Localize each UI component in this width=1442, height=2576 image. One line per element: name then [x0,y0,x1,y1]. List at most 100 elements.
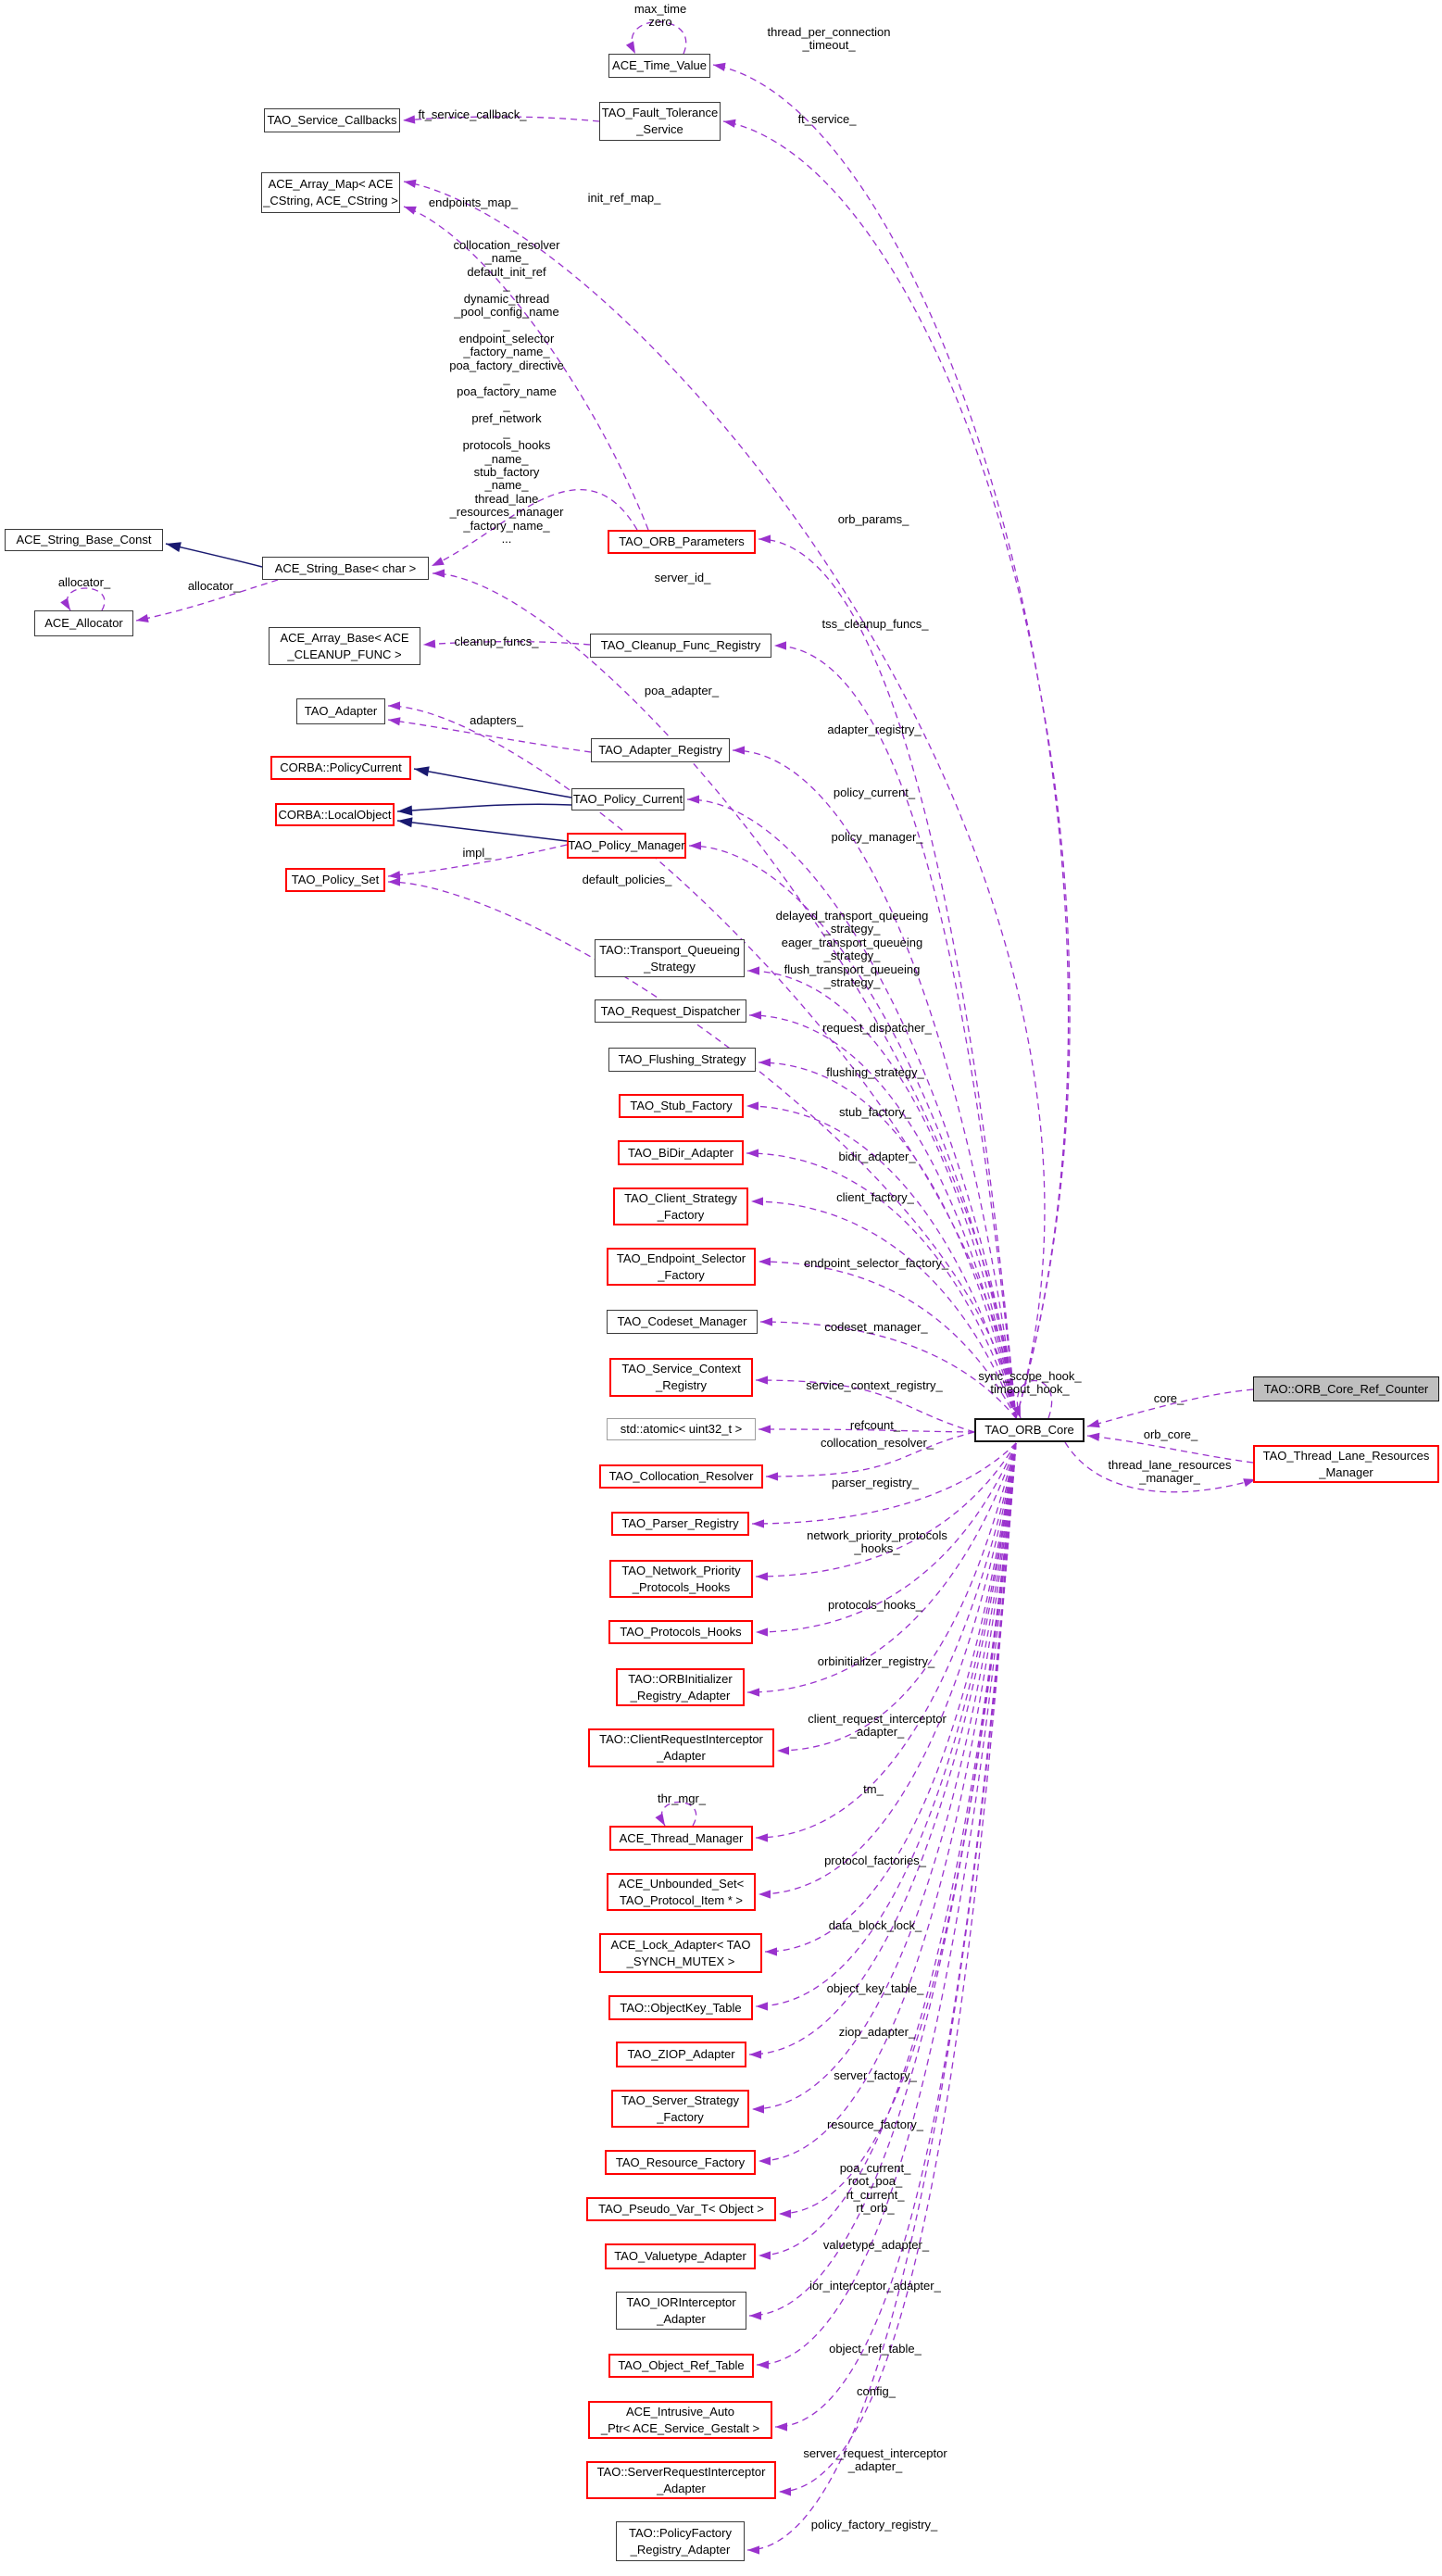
edge-label-line: zero [648,15,672,30]
class-node-label: _Ptr< ACE_Service_Gestalt > [600,2420,760,2435]
class-node-corba-policycurrent[interactable]: CORBA::PolicyCurrent [270,756,411,780]
usage-edge-valuetype-adapter [758,1442,1017,2256]
edge-label-cleanup-funcs: cleanup_funcs_ [454,635,538,648]
edge-label-protocol-factories: protocol_factories_ [824,1853,926,1867]
edge-label-line: default_policies_ [582,873,672,886]
edge-label-line: config_ [857,2384,896,2398]
class-node-ace-thread-manager[interactable]: ACE_Thread_Manager [609,1826,753,1851]
class-node-label: ACE_Allocator [44,616,123,631]
class-node-ace-unbounded-set[interactable]: ACE_Unbounded_Set<TAO_Protocol_Item * > [607,1873,756,1911]
class-node-label: _Registry_Adapter [630,1688,731,1703]
class-node-ace-allocator[interactable]: ACE_Allocator [34,610,133,636]
arrowhead-icon [775,2422,787,2431]
class-node-tao-orb-parameters[interactable]: TAO_ORB_Parameters [608,530,756,554]
edge-label-line: allocator_ [57,575,111,589]
class-node-tao-pseudo-var-t-object[interactable]: TAO_Pseudo_Var_T< Object > [586,2197,776,2221]
class-node-ace-lock-adapter[interactable]: ACE_Lock_Adapter< TAO_SYNCH_MUTEX > [599,1933,762,1973]
usage-edge-adapters [387,719,592,753]
edge-label-line: request_dispatcher_ [822,1021,932,1035]
class-node-tao-cleanup-func-registry[interactable]: TAO_Cleanup_Func_Registry [590,634,771,658]
class-node-label: TAO_Pseudo_Var_T< Object > [598,2202,764,2217]
class-node-tao-thread-lane-resources-manager[interactable]: TAO_Thread_Lane_Resources_Manager [1253,1445,1439,1483]
class-node-tao-service-context-registry[interactable]: TAO_Service_Context_Registry [609,1358,753,1397]
class-node-tao-protocols-hooks[interactable]: TAO_Protocols_Hooks [608,1620,753,1644]
usage-edge-refcount [758,1428,975,1433]
class-node-tao-collocation-resolver[interactable]: TAO_Collocation_Resolver [599,1464,763,1489]
edge-label-line: collocation_resolver_ [820,1436,934,1450]
edge-label-line: max_time [633,2,687,16]
class-node-tao-transport-queueing-strategy[interactable]: TAO::Transport_Queueing_Strategy [595,939,745,977]
edge-label-line: object_ref_table_ [829,2342,922,2356]
class-node-tao-policy-current[interactable]: TAO_Policy_Current [571,788,684,810]
class-node-label: TAO::ServerRequestInterceptor [596,2464,766,2479]
class-node-tao-fault-tolerance-service[interactable]: TAO_Fault_Tolerance_Service [599,102,721,141]
class-node-tao-ziop-adapter[interactable]: TAO_ZIOP_Adapter [616,2042,746,2067]
class-node-tao-adapter[interactable]: TAO_Adapter [296,698,385,724]
class-node-tao-server-strategy-factory[interactable]: TAO_Server_Strategy_Factory [611,2090,749,2128]
class-node-tao-policyfactory-registry-adapter[interactable]: TAO::PolicyFactory_Registry_Adapter [616,2521,745,2561]
edge-label-impl: impl_ [462,846,491,860]
class-node-ace-array-map[interactable]: ACE_Array_Map< ACE_CString, ACE_CString … [261,172,400,213]
class-node-tao-codeset-manager[interactable]: TAO_Codeset_Manager [607,1310,758,1334]
class-node-tao-valuetype-adapter[interactable]: TAO_Valuetype_Adapter [605,2243,756,2269]
class-node-ace-time-value[interactable]: ACE_Time_Value [608,54,710,78]
class-node-ace-array-base[interactable]: ACE_Array_Base< ACE_CLEANUP_FUNC > [269,627,420,665]
class-node-tao-parser-registry[interactable]: TAO_Parser_Registry [611,1512,749,1536]
usage-edge-policy-manager [688,845,1017,1419]
class-node-label: _Factory [657,2109,704,2124]
class-node-tao-service-callbacks[interactable]: TAO_Service_Callbacks [264,108,400,132]
arrowhead-icon [166,542,182,553]
class-node-tao-iorinterceptor-adapter[interactable]: TAO_IORInterceptor_Adapter [616,2292,746,2330]
class-node-ace-string-base-char[interactable]: ACE_String_Base< char > [262,557,429,580]
edge-label-line: rt_orb_ [856,2201,895,2216]
class-node-ace-string-base-const[interactable]: ACE_String_Base_Const [5,529,163,551]
class-node-tao-orbinitializer-registry-adapter[interactable]: TAO::ORBInitializer_Registry_Adapter [616,1668,745,1706]
class-node-tao-resource-factory[interactable]: TAO_Resource_Factory [605,2150,756,2175]
edge-label-line: server_request_interceptor [803,2446,947,2460]
class-node-ace-intrusive-auto-ptr[interactable]: ACE_Intrusive_Auto_Ptr< ACE_Service_Gest… [588,2401,772,2439]
arrowhead-icon [749,2311,761,2320]
class-node-tao-serverrequestinterceptor-adapter[interactable]: TAO::ServerRequestInterceptor_Adapter [586,2461,776,2499]
usage-edge-resource-factory [758,1442,1017,2162]
class-node-tao-bidir-adapter[interactable]: TAO_BiDir_Adapter [618,1140,744,1165]
arrowhead-icon [756,1376,768,1385]
class-node-label: _Adapter [657,2311,706,2326]
edge-label-transport-queueing-strategies: delayed_transport_queueing_strategy_eage… [776,909,929,989]
class-node-tao-object-ref-table[interactable]: TAO_Object_Ref_Table [608,2354,754,2378]
class-node-tao-adapter-registry[interactable]: TAO_Adapter_Registry [591,738,730,762]
class-node-tao-orb-core[interactable]: TAO_ORB_Core [974,1418,1085,1442]
class-node-tao-clientrequestinterceptor-adapter[interactable]: TAO::ClientRequestInterceptor_Adapter [588,1728,774,1767]
class-node-label: TAO_Service_Callbacks [267,113,397,128]
arrowhead-icon [388,701,400,710]
arrowhead-icon [388,871,401,880]
inheritance-edge-string-base-inherit [165,543,263,568]
edge-label-line: endpoints_map_ [428,195,519,209]
class-node-label: TAO_Service_Context [621,1362,741,1376]
class-node-corba-localobject[interactable]: CORBA::LocalObject [275,803,395,826]
edge-label-line: _factory_name_ [463,345,550,359]
class-node-tao-client-strategy-factory[interactable]: TAO_Client_Strategy_Factory [613,1187,748,1225]
edge-label-allocator: allocator_ [188,579,240,593]
class-node-label: TAO_ORB_Parameters [619,534,745,549]
edge-label-tss-cleanup-funcs: tss_cleanup_funcs_ [822,617,929,631]
arrowhead-icon [397,817,413,828]
class-node-tao-endpoint-selector-factory[interactable]: TAO_Endpoint_Selector_Factory [607,1248,756,1286]
edge-label-line: client_factory_ [836,1190,914,1204]
edge-label-line: _name_ [484,451,529,466]
class-node-tao-objectkey-table[interactable]: TAO::ObjectKey_Table [608,1995,753,2020]
class-node-label: TAO_Codeset_Manager [617,1314,747,1329]
class-node-tao-request-dispatcher[interactable]: TAO_Request_Dispatcher [595,999,746,1023]
class-node-tao-policy-set[interactable]: TAO_Policy_Set [285,868,385,892]
edge-label-line: ior_interceptor_adapter_ [809,2279,941,2293]
edge-label-client-factory: client_factory_ [836,1190,914,1204]
edge-label-thread-per-connection-timeout: thread_per_connection_timeout_ [768,25,891,53]
class-node-label: _CString, ACE_CString > [263,194,398,207]
class-node-tao-network-priority-protocols-hooks[interactable]: TAO_Network_Priority_Protocols_Hooks [609,1560,753,1598]
edge-label-server-request-interceptor-adapter: server_request_interceptor_adapter_ [803,2446,947,2474]
class-node-tao-policy-manager[interactable]: TAO_Policy_Manager [567,833,686,859]
usage-edge-stub-factory [746,1105,1017,1419]
edge-label-line: codeset_manager_ [824,1320,928,1334]
class-node-tao-stub-factory[interactable]: TAO_Stub_Factory [619,1094,744,1118]
class-node-tao-flushing-strategy[interactable]: TAO_Flushing_Strategy [608,1048,756,1072]
arrowhead-icon [403,115,416,124]
